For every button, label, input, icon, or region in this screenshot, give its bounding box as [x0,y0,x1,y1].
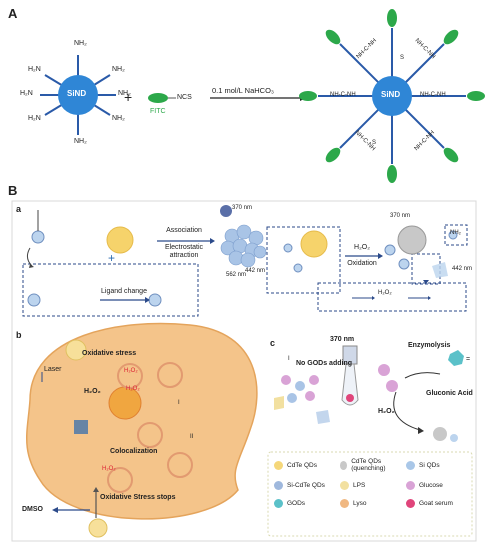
nm370-b: 370 nm [390,213,411,219]
panel-a-label: A [8,6,18,21]
legend-swatch [340,460,348,470]
panel-b-label: B [8,183,18,198]
sind-right-sphere [372,76,412,116]
legend-swatch [406,499,415,508]
nh2-box-label: NH₂ [450,230,461,236]
h2n-bottom-left: H₂N [28,115,41,122]
nm562-a: 562 nm [226,272,247,278]
h2o2-cell-1: H₂O₂ [84,388,101,395]
legend-item: LPS [340,481,404,490]
legend-item: GODs [274,499,338,508]
sub-b-label: b [16,330,22,340]
nh2-bottom: NH₂ [74,138,87,145]
c-roman: I [288,356,290,362]
legend-swatch [340,499,349,508]
legend-label: CdTe QDs [287,461,317,469]
legend-swatch [274,499,283,508]
fitc-terminals [299,9,485,183]
legend-item: Lyso [340,499,404,508]
nh2-top: NH₂ [74,40,87,47]
legend-swatch [406,460,415,470]
legend-swatch [274,460,283,470]
legend-label: GODs [287,500,306,507]
no-gods-label: No GODs adding [296,360,352,367]
ncs-label: NCS [177,94,192,101]
ligand-change-label: Ligand change [101,288,147,295]
legend-label: Glucose [419,482,443,489]
h2n-top-left: H₂N [28,66,41,73]
legend-label: LPS [353,482,366,489]
svg-text:+: + [108,251,115,265]
gluconic-acid-label: Gluconic Acid [426,390,473,397]
link-label-3: NH-C-NH [330,92,356,98]
link-label-4: NH-C-NH [420,92,446,98]
fitc-molecule [148,93,168,103]
legend-swatch [340,481,349,490]
link-s-2: S [372,140,377,146]
c-370nm: 370 nm [330,336,355,343]
link-s-1: S [400,55,405,61]
reaction-condition: 0.1 mol/L NaHCO₃ [212,86,274,95]
sub-a-label: a [16,204,22,214]
oxidative-stress-label: Oxidative stress [82,350,137,357]
legend-item: Si QDs [406,458,470,472]
electrostatic-label: Electrostatic [164,244,204,251]
legend-label: Si-CdTe QDs [287,482,325,489]
h2o2-cell-2: H₂O₂ [124,368,138,374]
laser-label: Laser [44,366,62,373]
fitc-label: FITC [150,108,166,115]
h2n-left: H₂N [20,90,33,97]
legend-label: Si QDs [419,461,440,469]
plus-sign: + [124,89,133,105]
nm442-a: 442 nm [245,268,266,274]
nm370-a: 370 nm [232,205,253,211]
h2o2-cell-4: H₂O₂ [102,466,116,472]
legend-label: Goat serum [419,500,453,507]
cell-body [26,322,258,520]
sind-right-label: SiND [381,90,401,99]
legend-item: Glucose [406,481,470,490]
h2o2-label: H₂O₂ [354,244,370,251]
attraction-label: attraction [169,252,199,259]
legend-label: CdTe QDs (quenching) [351,458,386,472]
c-h2o2-label: H₂O₂ [378,408,395,415]
roman-1: I [178,400,180,406]
panel-c-particles [274,375,330,424]
legend-item: CdTe QDs [274,458,338,472]
legend-item: Si-CdTe QDs [274,481,338,490]
oxidation-label: Oxidation [347,260,377,267]
nh2-right: NH₂ [118,90,131,97]
si-cdte-cluster [220,224,267,268]
reaction-h2o2-label: H₂O₂ [378,290,392,296]
nh2-top-right: NH₂ [112,66,125,73]
dmso-label: DMSO [22,506,43,513]
nm442-b: 442 nm [452,266,473,272]
legend-swatch [274,481,283,490]
colocalization-label: Colocalization [110,448,158,455]
sub-c-label: c [270,338,276,348]
nh2-bottom-right: NH₂ [112,115,125,122]
legend-item: CdTe QDs (quenching) [340,458,404,472]
enzymolysis-label: Enzymolysis [408,342,451,349]
sind-left-label: SiND [67,89,87,98]
legend-label: Lyso [353,500,367,507]
c-equals: = [466,356,471,363]
association-label: Association [166,227,202,234]
roman-2: II [190,434,194,440]
oxidative-stops-label: Oxidative Stress stops [100,494,176,501]
h2o2-cell-3: H₂O₂ [126,386,140,392]
legend-swatch [406,481,415,490]
sind-left-sphere [58,75,98,115]
legend-item: Goat serum [406,499,470,508]
